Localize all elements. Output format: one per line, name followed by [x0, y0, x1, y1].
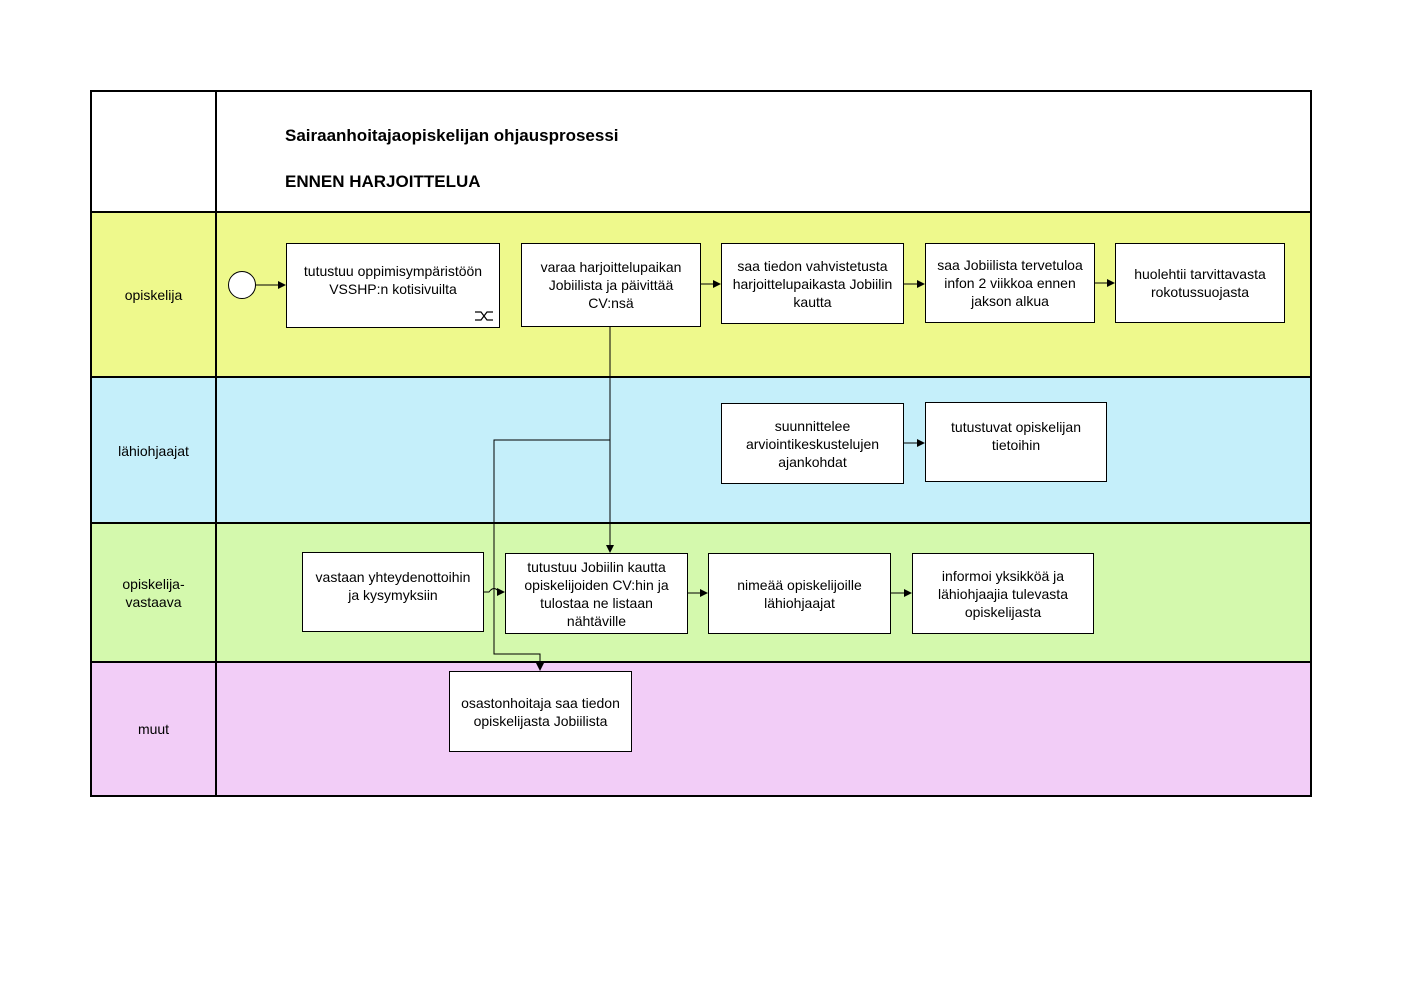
task-vastaan-yhteydenottoihin[interactable]: vastaan yhteydenottoihin ja kysymyksiin [302, 552, 484, 632]
task-huolehtii-rokotussuojasta[interactable]: huolehtii tarvittavasta rokotussuojasta [1115, 243, 1285, 323]
task-saa-tervetuloa-infon[interactable]: saa Jobiilista tervetuloa infon 2 viikko… [925, 243, 1095, 323]
lane-label-opiskelija: opiskelija [92, 213, 217, 377]
task-nimeaa-lahiohjaajat[interactable]: nimeää opiskelijoille lähiohjaajat [708, 553, 891, 634]
task-label: informoi yksikköä ja lähiohjaajia tuleva… [938, 567, 1068, 620]
task-tutustuu-oppimisymparistoon[interactable]: tutustuu oppimisympäristöön VSSHP:n koti… [286, 243, 500, 328]
lane-muut: muut [90, 661, 1312, 797]
task-label: tutustuu oppimisympäristöön VSSHP:n koti… [303, 262, 483, 297]
task-label: osastonhoitaja saa tiedon opiskelijasta … [461, 694, 620, 729]
task-label: huolehtii tarvittavasta rokotussuojasta [1134, 266, 1266, 300]
task-osastonhoitaja-saa-tiedon[interactable]: osastonhoitaja saa tiedon opiskelijasta … [449, 671, 632, 752]
task-saa-tiedon-vahvistetusta[interactable]: saa tiedon vahvistetusta harjoittelupaik… [721, 243, 904, 324]
lane-opiskelijavastaava: opiskelija- vastaava [90, 522, 1312, 662]
task-suunnittelee-arviointikeskustelut[interactable]: suunnittelee arviointikeskustelujen ajan… [721, 403, 904, 484]
task-varaa-harjoittelupaikan[interactable]: varaa harjoittelupaikan Jobiilista ja pä… [521, 243, 701, 327]
lane-label-lahiohjaajat: lähiohjaajat [92, 378, 217, 523]
header-row [90, 90, 1312, 212]
header-label-cell [92, 92, 217, 212]
task-informoi-yksikkoa[interactable]: informoi yksikköä ja lähiohjaajia tuleva… [912, 553, 1094, 634]
task-label: tutustuu Jobiilin kautta opiskelijoiden … [524, 558, 669, 629]
start-event [228, 271, 256, 299]
task-label: nimeää opiskelijoille lähiohjaajat [737, 576, 862, 611]
diagram-subtitle: ENNEN HARJOITTELUA [285, 172, 481, 191]
task-tutustuu-jobiilin-kautta[interactable]: tutustuu Jobiilin kautta opiskelijoiden … [505, 553, 688, 634]
task-tutustuvat-opiskelijan-tietoihin[interactable]: tutustuvat opiskelijan tietoihin [925, 402, 1107, 482]
task-label: varaa harjoittelupaikan Jobiilista ja pä… [540, 259, 682, 311]
task-label: saa Jobiilista tervetuloa infon 2 viikko… [937, 257, 1083, 309]
subprocess-link-icon [474, 309, 494, 326]
lane-label-muut: muut [92, 663, 217, 795]
lane-lahiohjaajat: lähiohjaajat [90, 376, 1312, 523]
task-label: tutustuvat opiskelijan tietoihin [951, 419, 1081, 453]
task-label: vastaan yhteydenottoihin ja kysymyksiin [315, 569, 471, 603]
task-label: saa tiedon vahvistetusta harjoittelupaik… [732, 257, 893, 310]
lane-label-opiskelijavastaava: opiskelija- vastaava [92, 524, 217, 662]
diagram-title: Sairaanhoitajaopiskelijan ohjausprosessi [285, 126, 619, 145]
task-label: suunnittelee arviointikeskustelujen ajan… [745, 417, 880, 470]
